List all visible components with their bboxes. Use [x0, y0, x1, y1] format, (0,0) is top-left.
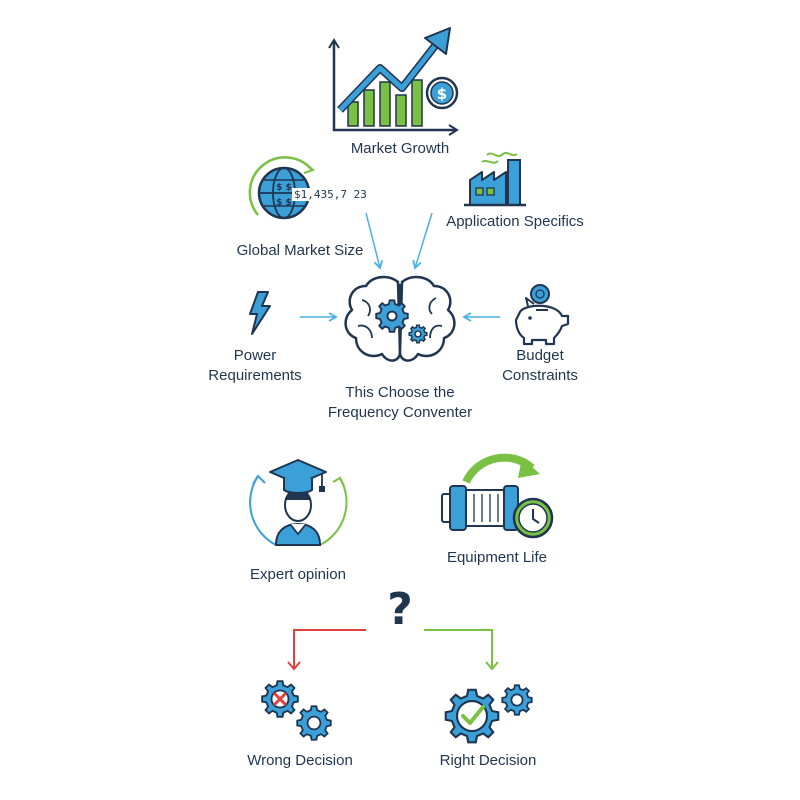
factory-icon: [464, 151, 526, 207]
growth-chart-icon: $: [328, 27, 459, 136]
svg-text:$: $: [437, 85, 447, 103]
label-power-line1: Power: [233, 347, 277, 364]
label-wrong-decision: Wrong Decision: [247, 752, 353, 769]
label-power-line2: Requirements: [208, 367, 302, 384]
label-budget-constraints: Budget Constraints: [480, 346, 600, 386]
svg-text:$ $: $ $: [276, 198, 292, 208]
arrow-to-right-decision: [424, 629, 499, 671]
question-mark-icon: ?: [387, 584, 413, 635]
arrow-global-to-center: [365, 212, 384, 270]
arrow-to-wrong-decision: [287, 629, 366, 671]
label-center-line2: Frequency Conventer: [327, 404, 473, 421]
brain-gears-icon: [344, 275, 456, 362]
label-power-requirements: Power Requirements: [190, 346, 320, 386]
label-market-growth: Market Growth: [350, 140, 450, 157]
gear-check-icon: [444, 684, 533, 744]
label-global-market-size: Global Market Size: [236, 242, 364, 259]
svg-text:$ $: $ $: [276, 183, 292, 193]
graduate-icon: [249, 459, 348, 546]
label-application-specifics: Application Specifics: [446, 213, 584, 230]
label-expert-opinion: Expert opinion: [250, 566, 346, 583]
motor-clock-icon: [441, 453, 554, 539]
label-budget-line2: Constraints: [502, 367, 578, 384]
gear-cross-icon: [261, 680, 332, 741]
lightning-icon: [249, 291, 271, 335]
arrow-application-to-center: [412, 212, 433, 270]
piggy-bank-icon: [514, 284, 570, 346]
label-center-line1: This Choose the: [345, 384, 455, 401]
label-equipment-life: Equipment Life: [446, 549, 548, 566]
label-center: This Choose the Frequency Conventer: [300, 383, 500, 423]
label-budget-line1: Budget: [516, 347, 564, 364]
global-market-figure: $1,435,7 23: [292, 188, 369, 201]
label-right-decision: Right Decision: [439, 752, 537, 769]
